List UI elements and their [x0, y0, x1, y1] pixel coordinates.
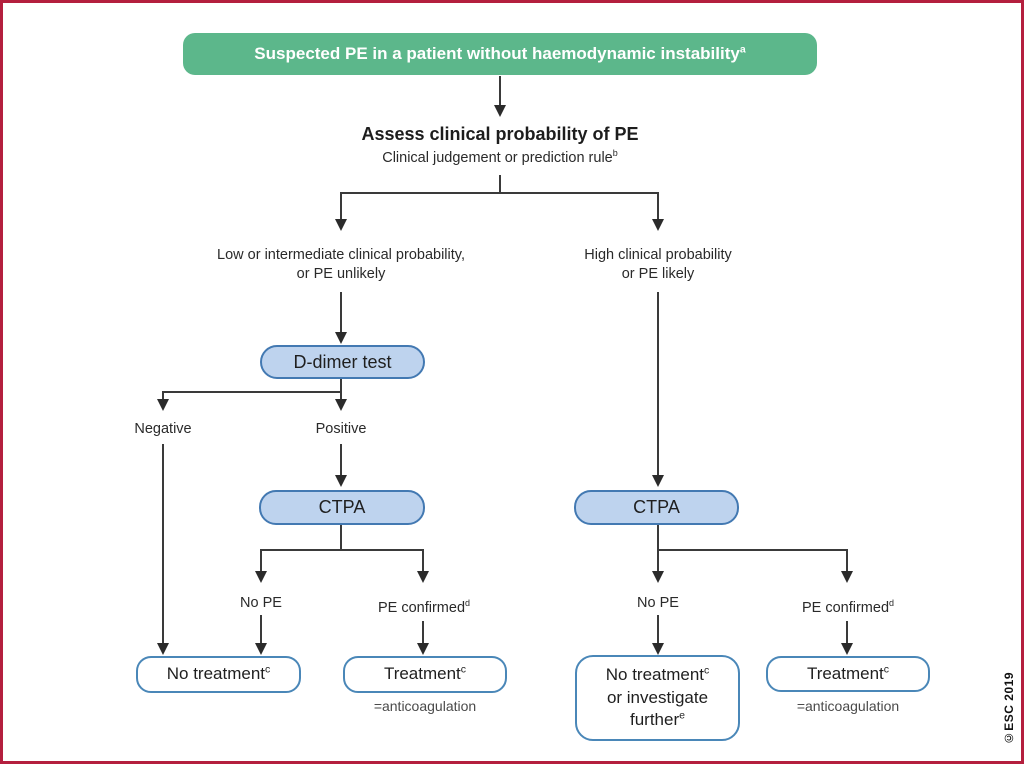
connector-line	[162, 444, 164, 644]
arrowhead-down	[652, 219, 664, 231]
connector-line	[340, 379, 342, 393]
note-anticoagulation-left: =anticoagulation	[373, 698, 477, 714]
connector-line	[846, 549, 848, 572]
connector-line	[846, 621, 848, 644]
arrowhead-down	[652, 571, 664, 583]
connector-line	[340, 192, 342, 220]
connector-line	[340, 292, 342, 333]
connector-line	[657, 615, 659, 644]
label-no-pe-right: No PE	[637, 595, 679, 611]
arrowhead-down	[255, 571, 267, 583]
connector-line	[340, 444, 342, 476]
note-anticoagulation-right: =anticoagulation	[796, 698, 900, 714]
connector-line	[162, 391, 164, 400]
arrowhead-down	[417, 571, 429, 583]
arrowhead-down	[335, 332, 347, 344]
connector-line	[422, 549, 424, 572]
arrowhead-down	[335, 399, 347, 411]
label-pe-confirmed-left: PE confirmedd	[377, 598, 471, 616]
node-no-treatment-or-investigate: No treatmentc or investigate furthere	[575, 655, 740, 741]
connector-line	[340, 525, 342, 551]
node-ctpa-left: CTPA	[259, 490, 425, 525]
start-node-label: Suspected PE in a patient without haemod…	[254, 43, 746, 63]
arrowhead-down	[494, 105, 506, 117]
connector-line	[657, 549, 659, 572]
node-no-treatment: No treatmentc	[136, 656, 301, 693]
connector-line	[260, 615, 262, 644]
branch-label-low-intermediate: Low or intermediate clinical probability…	[217, 247, 465, 283]
arrowhead-down	[157, 643, 169, 655]
arrowhead-down	[652, 475, 664, 487]
connector-line	[657, 549, 848, 551]
connector-line	[260, 549, 262, 572]
connector-line	[657, 525, 659, 551]
connector-line	[340, 391, 342, 400]
start-node-suspected-pe: Suspected PE in a patient without haemod…	[183, 33, 817, 75]
no-treatment-label: No treatmentc	[166, 663, 271, 684]
ctpa-left-label: CTPA	[318, 497, 366, 517]
node-ctpa-right: CTPA	[574, 490, 739, 525]
assess-title: Assess clinical probability of PE	[361, 124, 639, 144]
treatment-left-label: Treatmentc	[383, 663, 467, 684]
assess-probability-heading: Assess clinical probability of PE Clinic…	[300, 123, 700, 168]
ctpa-right-label: CTPA	[633, 497, 680, 517]
connector-line	[422, 621, 424, 644]
arrowhead-down	[652, 643, 664, 655]
label-negative: Negative	[134, 421, 192, 437]
arrowhead-down	[255, 643, 267, 655]
label-no-pe-left: No PE	[240, 595, 282, 611]
treatment-right-label: Treatmentc	[806, 662, 890, 683]
connector-line	[657, 192, 659, 220]
label-positive: Positive	[315, 421, 367, 437]
copyright-esc-2019: ©ESC 2019	[1002, 671, 1016, 745]
connector-line	[499, 175, 501, 193]
branch-label-high-probability: High clinical probability or PE likely	[584, 247, 732, 283]
node-treatment-right: Treatmentc	[766, 656, 930, 692]
arrowhead-down	[335, 219, 347, 231]
connector-line	[499, 76, 501, 106]
connector-line	[340, 192, 659, 194]
connector-line	[162, 391, 342, 393]
assess-subtitle: Clinical judgement or prediction ruleb	[382, 147, 618, 166]
arrowhead-down	[417, 643, 429, 655]
arrowhead-down	[335, 475, 347, 487]
connector-line	[260, 549, 424, 551]
arrowhead-down	[157, 399, 169, 411]
connector-line	[657, 292, 659, 476]
ddimer-label: D-dimer test	[293, 351, 392, 372]
node-treatment-left: Treatmentc	[343, 656, 507, 693]
node-ddimer-test: D-dimer test	[260, 345, 425, 379]
label-pe-confirmed-right: PE confirmedd	[801, 598, 895, 616]
arrowhead-down	[841, 571, 853, 583]
arrowhead-down	[841, 643, 853, 655]
no-treatment-investigate-label: No treatmentc or investigate furthere	[605, 663, 710, 730]
